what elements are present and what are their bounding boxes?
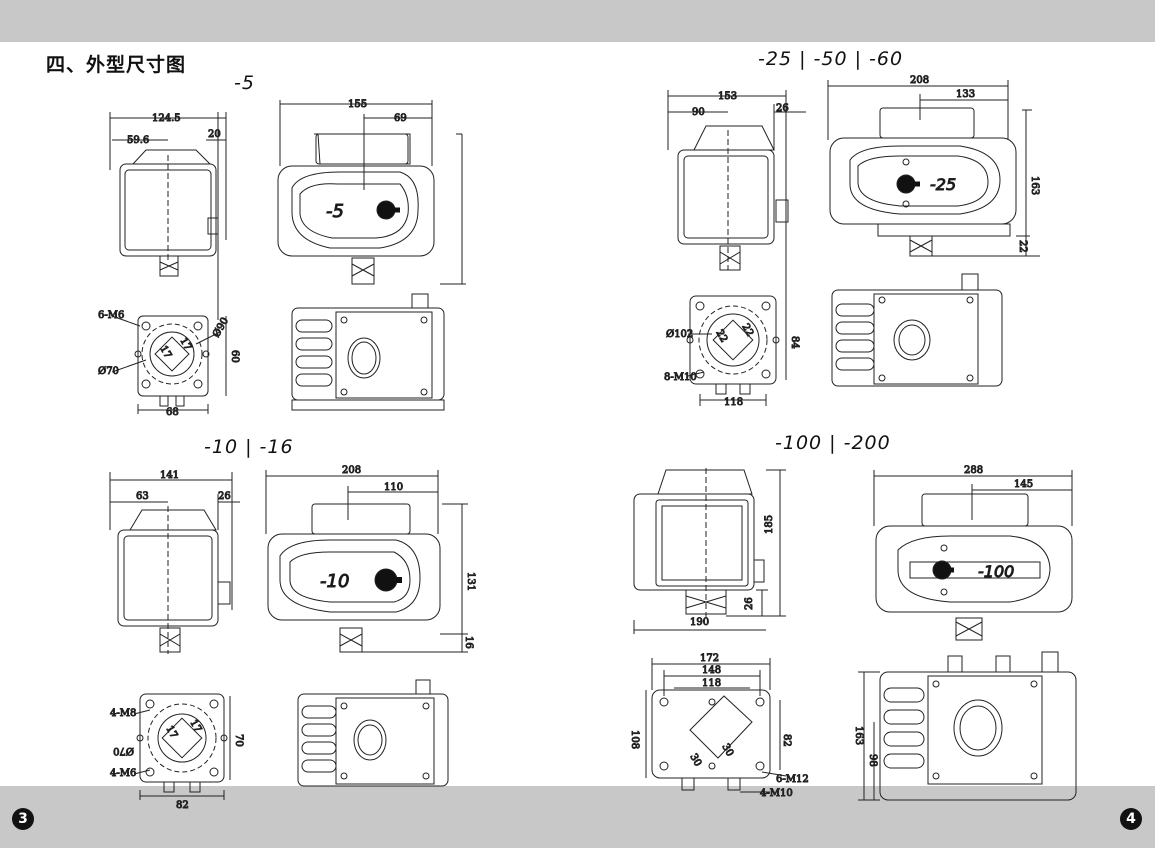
m25-badge: -25 [930,175,956,194]
m25-flange-view: Ø102 84 8-M10 118 22 22 [664,295,801,409]
m5-dim-68: 68 [166,407,179,418]
m100-dim-163: 163 [853,726,864,745]
m100-dim-26: 26 [744,597,755,610]
m10-dim-70: 70 [233,734,244,747]
m10-side-view: 141 63 26 [109,470,240,654]
m10-dim-d70: Ø70 [113,745,134,756]
m25-front-view: -25 208 133 163 22 [827,75,1041,257]
m5-front-view: -5 155 69 [277,99,466,285]
m5-dim-17b: 17 [177,336,193,353]
model-title-m5: -5 [234,72,255,94]
m100-front-view: -100 288 145 [873,465,1073,641]
m10-dim-82: 82 [176,800,189,811]
m25-dim-26: 26 [776,103,789,114]
m25-dim-84: 84 [789,336,800,349]
m100-flange-view: 172 148 118 108 82 6-M12 4-M10 30 30 [629,653,810,800]
m5-dim-6-m6: 6-M6 [98,310,124,321]
m100-dim-172: 172 [700,653,719,664]
m25-dim-133: 133 [956,89,975,100]
m5-dim-d70: Ø70 [98,366,119,377]
m25-side-view: 153 90 26 [667,90,806,302]
m10-dim-63: 63 [136,491,149,502]
m100-dim-6-m12: 6-M12 [776,774,809,785]
m25-dim-163: 163 [1029,176,1040,195]
m100-dim-98: 98 [867,754,878,767]
m100-dim-30a: 30 [687,752,703,769]
m25-dim-22: 22 [1017,240,1028,253]
m100-badge: -100 [978,562,1014,581]
model-title-m10: -10 | -16 [204,436,294,458]
m10-rear-view [297,679,449,787]
m5-rear-view [291,293,445,411]
panel-m25: 153 90 26 -25 208 133 [664,75,1041,409]
m10-badge: -10 [320,571,349,592]
m100-dim-82: 82 [781,734,792,747]
m100-dim-288: 288 [964,465,983,476]
m100-rear-view: 163 98 [853,651,1077,801]
m100-dim-148: 148 [702,665,721,676]
m100-side-view: 190 185 26 [633,468,786,634]
page-number-right: 4 [1120,808,1142,830]
m25-dim-153: 153 [718,91,737,102]
m10-dim-4-m8: 4-M8 [110,708,136,719]
panel-m10: 141 63 26 -10 208 110 131 16 [109,465,477,812]
m5-side-view: 124.5 59.6 20 [109,112,227,320]
m10-dim-17b: 17 [187,718,203,735]
m5-dim-20: 20 [208,129,221,140]
m10-dim-4-m6: 4-M6 [110,768,136,779]
m25-dim-22b: 22 [739,322,755,339]
m5-badge: -5 [326,201,344,222]
m100-dim-190: 190 [690,617,709,628]
m5-dim-155: 155 [348,99,367,110]
page-heading: 四、外型尺寸图 [46,54,187,76]
m5-dim-d90: Ø90 [211,316,231,340]
m10-dim-131: 131 [465,572,476,591]
panel-m5: 124.5 59.6 20 -5 155 69 [98,99,466,419]
m10-dim-26: 26 [218,491,231,502]
m25-dim-d102: Ø102 [666,329,693,340]
m5-dim-59-6: 59.6 [127,135,149,146]
m100-dim-4-m10: 4-M10 [760,788,793,799]
m5-dim-60: 60 [229,350,240,363]
m10-dim-141: 141 [160,470,179,481]
m10-dim-17a: 17 [163,724,179,741]
m100-dim-30b: 30 [719,742,735,759]
m10-dim-208: 208 [342,465,361,476]
top-band [0,0,1155,42]
m10-dim-16: 16 [463,636,474,649]
m25-dim-90: 90 [692,107,705,118]
m5-dim-124-5: 124.5 [152,113,181,124]
m10-dim-110: 110 [384,482,403,493]
m100-dim-185: 185 [764,515,775,534]
m25-dim-208: 208 [910,75,929,86]
m5-dim-17a: 17 [157,344,173,361]
m25-dim-118: 118 [724,397,743,408]
m25-rear-view [831,273,1003,387]
model-title-m25: -25 | -50 | -60 [758,48,904,70]
page-number-left: 3 [12,808,34,830]
m10-front-view: -10 208 110 131 16 [265,465,477,653]
panel-m100: 190 185 26 -100 288 145 [629,465,1077,801]
m5-flange-view: 6-M6 Ø70 Ø90 60 68 17 17 [98,310,241,419]
model-title-m100: -100 | -200 [775,432,891,454]
m5-dim-69: 69 [394,113,407,124]
m100-dim-118: 118 [702,678,721,689]
m25-dim-8-m10: 8-M10 [664,372,697,383]
m100-dim-145: 145 [1014,479,1033,490]
m10-flange-view: 4-M8 Ø70 4-M6 70 82 17 17 [110,693,245,812]
m100-dim-108: 108 [629,730,640,749]
